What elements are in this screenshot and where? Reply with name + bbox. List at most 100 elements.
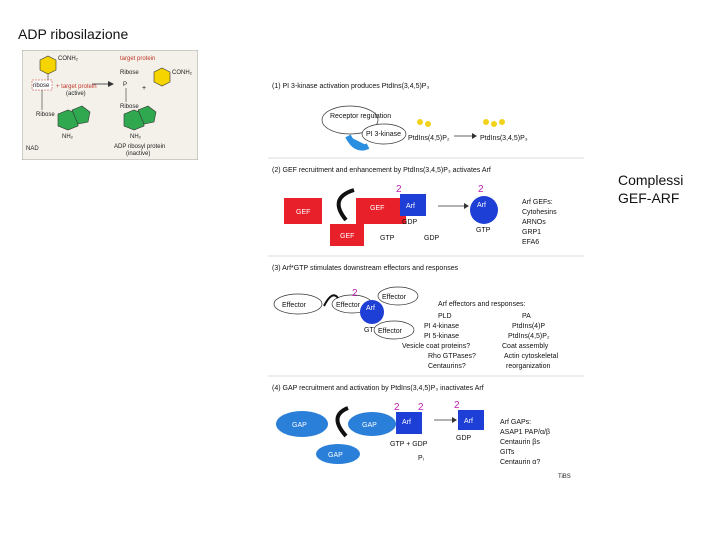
gap-center-label: GAP bbox=[362, 422, 377, 429]
gdp-label-step2b: GDP bbox=[424, 235, 440, 242]
adenine-ring-left-2 bbox=[71, 105, 91, 125]
svg-text:2: 2 bbox=[418, 402, 424, 413]
receptor-label: Receptor regulation bbox=[330, 113, 391, 120]
gdp-label-step4: GDP bbox=[456, 435, 472, 442]
effector-top-label: Effector bbox=[382, 294, 407, 301]
arf-pathway-figure: (1) PI 3-kinase activation produces PtdI… bbox=[268, 83, 584, 480]
adenine-ring-left bbox=[57, 109, 79, 131]
arf-active-circle bbox=[470, 196, 498, 224]
arf-label-step3: Arf bbox=[366, 305, 375, 312]
effector-ellipse-left bbox=[273, 293, 323, 315]
arf-inactive-box bbox=[458, 410, 484, 430]
active-label: (active) bbox=[66, 91, 86, 97]
svg-text:2: 2 bbox=[396, 184, 402, 195]
effector-row-right: Actin cytoskeletal bbox=[504, 353, 559, 360]
gap-ellipse-lower bbox=[316, 444, 360, 464]
effector-ellipse-bottom bbox=[373, 320, 415, 340]
arf-circle-step3 bbox=[360, 300, 384, 324]
arf-gef-item: ARNOs bbox=[522, 219, 546, 226]
gtp-gdp-label: GTP + GDP bbox=[390, 441, 428, 448]
gef-box-left bbox=[284, 198, 322, 224]
gap-lower-label: GAP bbox=[328, 452, 343, 459]
lipid-headgroups-step1 bbox=[417, 119, 505, 127]
figure-code: TiBS bbox=[558, 474, 571, 480]
arf-gaps-title: Arf GAPs: bbox=[500, 419, 531, 426]
effector-ellipse-top bbox=[377, 286, 419, 306]
svg-text:2: 2 bbox=[478, 184, 484, 195]
pi3k-label: PI 3-kinase bbox=[366, 131, 401, 138]
effector-bottom-label: Effector bbox=[378, 328, 403, 335]
nh2-mid-label: NH₂ bbox=[130, 134, 142, 140]
arf-gefs-title: Arf GEFs: bbox=[522, 199, 553, 206]
pi3k-tail bbox=[345, 134, 370, 151]
svg-text:2: 2 bbox=[454, 400, 460, 411]
arf-effectors-title: Arf effectors and responses: bbox=[438, 301, 525, 308]
effector-row-left: PI 4-kinase bbox=[424, 323, 459, 330]
gtp-label-step2: GTP bbox=[380, 235, 395, 242]
adenine-ring-right bbox=[123, 109, 145, 131]
gtp-label-step3: GTP bbox=[364, 327, 379, 334]
target-protein-top-label: target protein bbox=[120, 56, 155, 62]
gef-center-label: GEF bbox=[370, 205, 384, 212]
pi3k-ellipse bbox=[361, 123, 407, 145]
arf-gef-item: EFA6 bbox=[522, 239, 539, 246]
effector-row-right: PtdIns(4)P bbox=[512, 323, 545, 330]
effector-row-right: reorganization bbox=[506, 363, 550, 370]
receptor-regulation-ellipse bbox=[321, 105, 379, 135]
nad-label: NAD bbox=[26, 146, 39, 152]
ribose-bottom-mid-label: Ribose bbox=[120, 104, 139, 110]
conh2-right-label: CONH₂ bbox=[172, 70, 193, 76]
arf-gef-item: Cytohesins bbox=[522, 209, 557, 216]
arf-gef-item: GRP1 bbox=[522, 229, 541, 236]
magenta-phosphates-step2: 2 2 bbox=[396, 184, 484, 195]
arf-gap-item: GITs bbox=[500, 449, 515, 456]
gap-ellipse-center bbox=[348, 412, 396, 436]
adp-ribosyl-protein-label: ADP ribosyl protein bbox=[114, 144, 165, 150]
gap-left-label: GAP bbox=[292, 422, 307, 429]
step2-title: (2) GEF recruitment and enhancement by P… bbox=[272, 167, 491, 174]
effector-center-label: Effector bbox=[336, 302, 361, 309]
magenta-phosphates-step4: 2 2 2 bbox=[394, 400, 460, 413]
gap-ellipse-left bbox=[276, 411, 328, 437]
gdp-label-step2: GDP bbox=[402, 219, 418, 226]
gef-box-center bbox=[356, 198, 406, 224]
slide-title: ADP ribosilazione bbox=[18, 26, 129, 42]
effector-rows: PLD PA PI 4-kinase PtdIns(4)P PI 5-kinas… bbox=[402, 313, 559, 370]
gtp-label-active: GTP bbox=[476, 227, 491, 234]
arf-gap-item: Centaurin βs bbox=[500, 439, 540, 446]
p-label: P bbox=[123, 82, 127, 88]
step1-title: (1) PI 3-kinase activation produces PtdI… bbox=[272, 83, 429, 90]
effector-row-left: PLD bbox=[438, 313, 452, 320]
adp-ribosylation-figure: CONH₂ ribose + target protein (active) R… bbox=[22, 50, 198, 160]
ribose-bottom-left-label: Ribose bbox=[36, 112, 55, 118]
ribose-mid-label: Ribose bbox=[120, 70, 139, 76]
arf-active-label: Arf bbox=[477, 202, 486, 209]
arf-inactive-label: Arf bbox=[464, 418, 473, 425]
gef-box-lower bbox=[330, 224, 364, 246]
effector-binding-arrow bbox=[323, 294, 339, 307]
arf-label-step2: Arf bbox=[406, 203, 415, 210]
effector-row-right: PtdIns(4,5)P₂ bbox=[508, 333, 550, 340]
gef-lower-label: GEF bbox=[340, 233, 354, 240]
magenta-phosphate-step3: 2 bbox=[352, 288, 358, 299]
effector-row-left: PI 5-kinase bbox=[424, 333, 459, 340]
conh2-top-label: CONH₂ bbox=[58, 56, 79, 62]
ptdins345-label: PtdIns(3,4,5)P₃ bbox=[480, 135, 528, 142]
ribose-left-label: ribose bbox=[33, 83, 50, 89]
gef-cycle-arrow bbox=[336, 188, 355, 222]
effector-row-left: Rho GTPases? bbox=[428, 353, 476, 360]
arf-box-step2 bbox=[400, 194, 426, 216]
arf-box-step4 bbox=[396, 412, 422, 434]
arf-gap-item: ASAP1 PAP/α/β bbox=[500, 429, 550, 436]
effector-row-right: Coat assembly bbox=[502, 343, 549, 350]
effector-row-right: PA bbox=[522, 313, 531, 320]
step3-title: (3) Arf*GTP stimulates downstream effect… bbox=[272, 265, 459, 272]
nicotinamide-ring-left bbox=[39, 55, 57, 75]
gef-left-label: GEF bbox=[296, 209, 310, 216]
arf-gap-item: Centaurin α? bbox=[500, 459, 540, 466]
side-caption: Complessi GEF-ARF bbox=[618, 171, 683, 207]
step4-title: (4) GAP recruitment and activation by Pt… bbox=[272, 385, 484, 392]
caption-line-1: Complessi bbox=[618, 172, 684, 188]
ptdins45-label: PtdIns(4,5)P₂ bbox=[408, 135, 450, 142]
inactive-label: (inactive) bbox=[126, 151, 150, 157]
